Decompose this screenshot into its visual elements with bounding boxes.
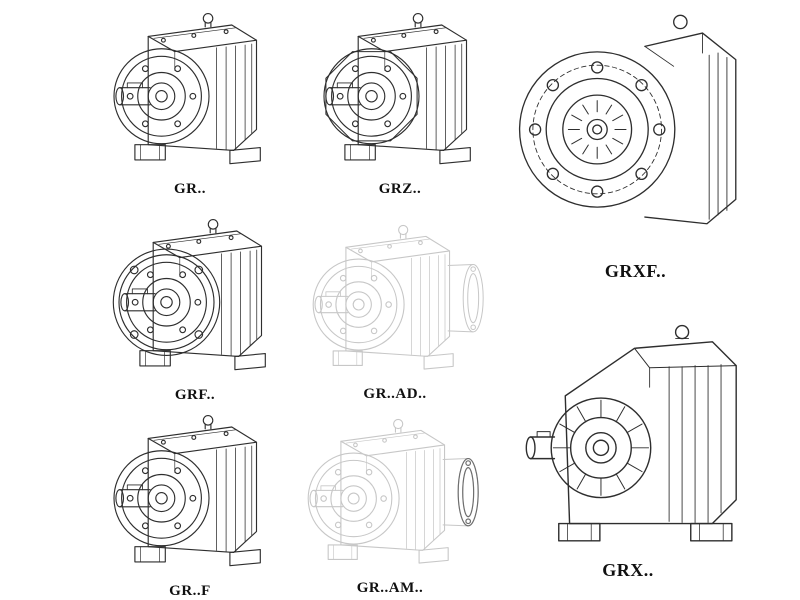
gr-ad-label: GR..AD.. (363, 386, 427, 402)
grz-label: GRZ.. (378, 181, 422, 197)
grz-drawing (305, 6, 495, 177)
gr-ad-drawing (295, 218, 495, 382)
grf-label: GRF.. (174, 387, 216, 403)
gr-am-drawing (290, 412, 479, 576)
gearbox-figure-grz: GRZ.. (305, 6, 495, 198)
gearbox-figure-grf: GRF.. (100, 212, 290, 404)
gearbox-figure-gr: GR.. (95, 6, 285, 198)
gr-f-label: GR..F (169, 583, 211, 599)
gr-drawing (113, 13, 261, 165)
grx-label: GRX.. (602, 560, 654, 580)
gr-am-label: GR..AM.. (356, 580, 424, 596)
grxf-label: GRXF.. (604, 261, 667, 281)
gearbox-figure-gr-f: GR..F (95, 408, 285, 600)
gr-f-drawing (113, 415, 261, 567)
gearbox-figure-gr-am: GR..AM.. (290, 412, 490, 597)
motor-flange-overlay (457, 457, 479, 527)
gr-label: GR.. (174, 181, 206, 197)
grf-drawing (100, 212, 290, 383)
grxf-drawing (518, 14, 736, 225)
gearbox-figure-grx: GRX.. (498, 318, 758, 581)
gearbox-figure-grxf: GRXF.. (508, 2, 763, 282)
gearbox-figure-gr-ad: GR..AD.. (295, 218, 495, 403)
grx-drawing (525, 324, 737, 542)
